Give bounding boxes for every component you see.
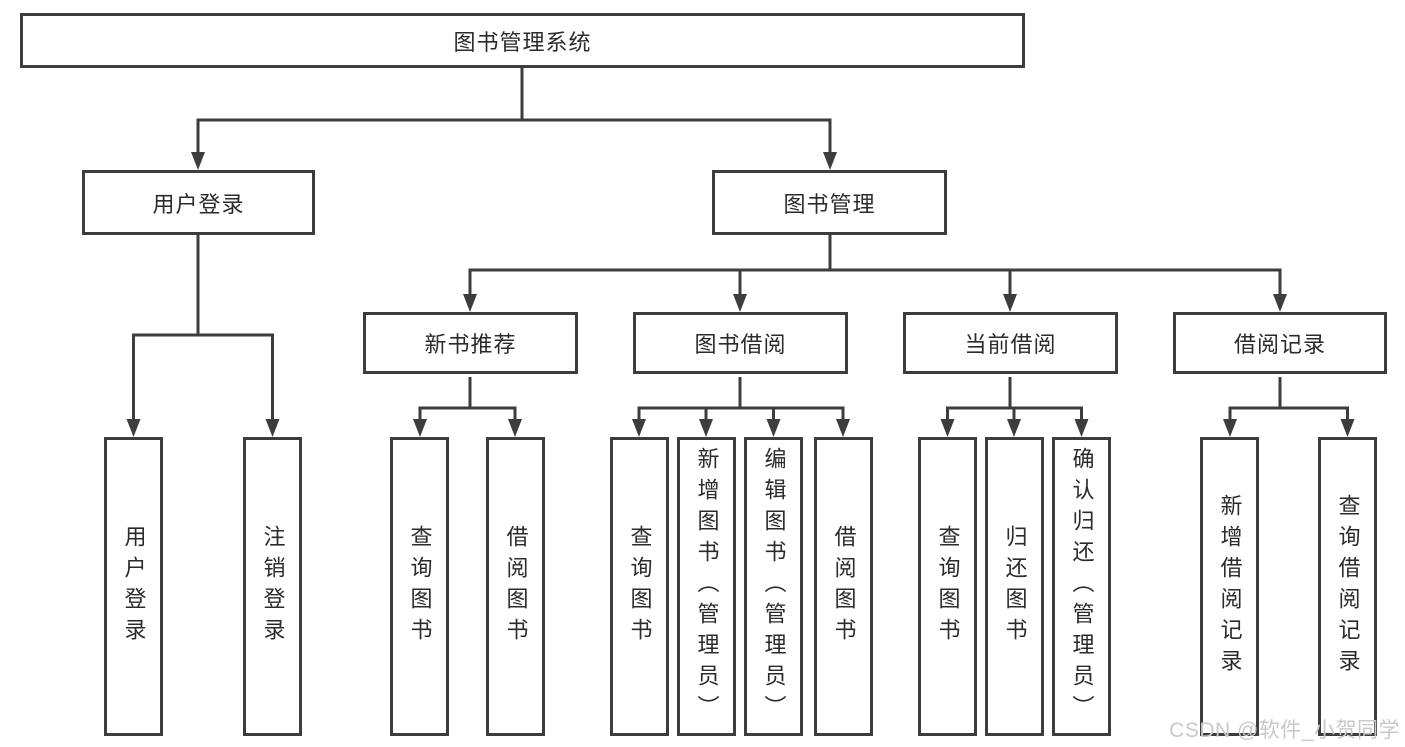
leaf-current-query-book: 查询图书: [918, 437, 977, 736]
arrowheads: [126, 152, 1355, 437]
leaf-borrow-query-book: 查询图书: [610, 437, 669, 736]
node-new-book-recommend: 新书推荐: [363, 312, 578, 374]
leaf-recommend-query-book: 查询图书: [390, 437, 449, 736]
node-book-management: 图书管理: [712, 170, 947, 235]
node-current-borrow: 当前借阅: [903, 312, 1118, 374]
node-book-borrow: 图书借阅: [633, 312, 848, 374]
leaf-add-borrow-record: 新增借阅记录: [1200, 437, 1259, 736]
leaf-return-book: 归还图书: [985, 437, 1044, 736]
leaf-query-borrow-record: 查询借阅记录: [1318, 437, 1377, 736]
leaf-recommend-borrow-book: 借阅图书: [486, 437, 545, 736]
leaf-logout: 注销登录: [243, 437, 302, 736]
leaf-edit-book-admin: 编辑图书（管理员）: [744, 437, 803, 736]
leaf-confirm-return-admin: 确认归还（管理员）: [1052, 437, 1111, 736]
csdn-watermark: CSDN @软件_小贺同学: [1169, 719, 1400, 742]
node-borrow-record: 借阅记录: [1173, 312, 1387, 374]
node-root-system: 图书管理系统: [20, 13, 1025, 68]
leaf-borrow-book: 借阅图书: [814, 437, 873, 736]
leaf-add-book-admin: 新增图书（管理员）: [677, 437, 736, 736]
node-user-login: 用户登录: [82, 170, 315, 235]
leaf-user-login: 用户登录: [104, 437, 163, 736]
